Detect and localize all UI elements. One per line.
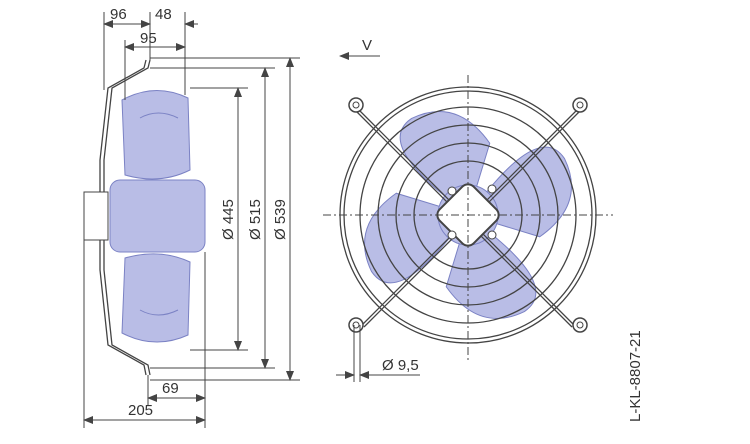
drawing-number: L-KL-8807-21 (627, 330, 644, 422)
side-dimensions: 96 48 95 Ø 445 Ø 515 Ø 539 69 205 (83, 6, 300, 428)
blade-upper (121, 89, 191, 180)
dim-96: 96 (110, 6, 127, 23)
dim-48: 48 (155, 6, 172, 23)
motor-side (83, 191, 109, 241)
dim-diameter-539: Ø 539 (272, 199, 289, 240)
dim-diameter-515: Ø 515 (247, 199, 264, 240)
mounting-eyes (348, 97, 588, 333)
dim-diameter-445: Ø 445 (220, 199, 237, 240)
side-view (83, 59, 206, 376)
airflow-label: V (362, 37, 372, 54)
front-view: V (323, 37, 613, 382)
dim-95: 95 (140, 30, 157, 47)
blades-front (364, 111, 572, 319)
dim-hole-diameter: Ø 9,5 (382, 357, 419, 374)
guard-struts (355, 108, 581, 328)
dim-69: 69 (162, 380, 179, 397)
hub-side (109, 179, 206, 253)
blade-lower (121, 253, 191, 343)
dim-205: 205 (128, 402, 153, 419)
